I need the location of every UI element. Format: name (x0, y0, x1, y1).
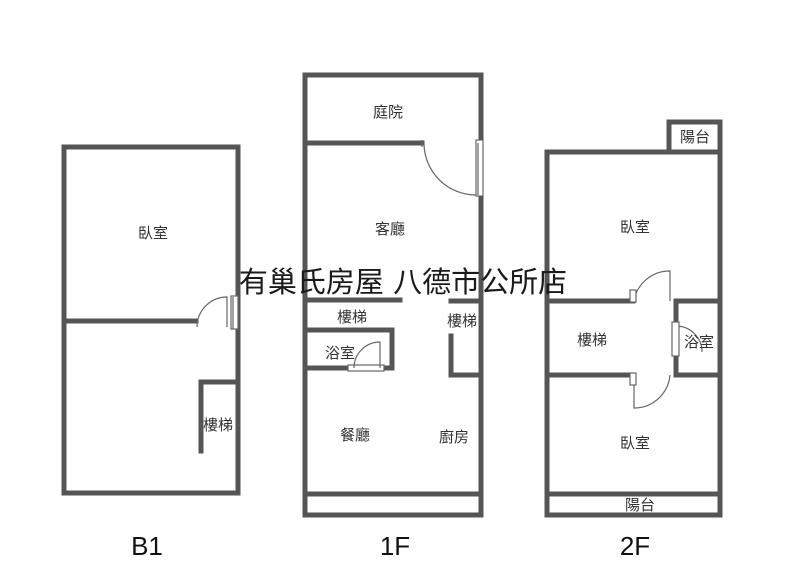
f2-balcony-top-label: 陽台 (680, 128, 710, 146)
f1-bathroom-label: 浴室 (325, 344, 355, 362)
floor-label-2f: 2F (620, 531, 650, 561)
f2-lower-door-jamb (629, 372, 637, 386)
floor-1f: 庭院 客廳 樓梯 樓梯 浴室 餐廳 廚房 (302, 72, 484, 518)
floor-2f: 陽台 臥室 樓梯 浴室 臥室 陽台 (544, 119, 723, 518)
b1-door-swing (196, 296, 228, 328)
floor-label-b1: B1 (131, 531, 163, 561)
f2-bedroom-bottom-label: 臥室 (620, 434, 650, 452)
f1-outer-wall (302, 72, 484, 518)
f1-dining-label: 餐廳 (340, 426, 370, 444)
agency-watermark: 有巢氏房屋 八德市公所店 (239, 265, 567, 299)
f2-upper-door-jamb (629, 289, 637, 303)
f2-balcony-bottom-label: 陽台 (625, 496, 655, 514)
f2-lower-door-swing (633, 374, 671, 409)
f1-kitchen-label: 廚房 (439, 428, 469, 446)
f2-stairs-label: 樓梯 (577, 331, 607, 349)
f2-top-balcony-wall (666, 119, 723, 155)
f1-living-label: 客廳 (375, 220, 405, 238)
f2-bath-door-swing (675, 325, 703, 353)
f1-right-stair-wall (448, 298, 484, 378)
f1-entry-door-swing (423, 142, 477, 196)
b1-stairs-label: 樓梯 (203, 416, 233, 434)
f2-bath-door-jamb (671, 321, 680, 357)
f1-bath-door-swing (353, 341, 381, 369)
b1-bedroom-label: 臥室 (138, 224, 168, 242)
f1-stairs-right-label: 樓梯 (447, 312, 477, 330)
f1-courtyard-label: 庭院 (373, 103, 403, 121)
b1-door-opening (230, 295, 239, 330)
f2-outer-wall (544, 149, 723, 518)
b1-stair-wall (198, 379, 241, 454)
floor-b1: 臥室 樓梯 (61, 144, 241, 496)
floor-label-1f: 1F (380, 531, 410, 561)
f2-upper-door-swing (633, 270, 671, 302)
f1-bath-door-opening (347, 364, 385, 372)
f1-stairs-left-label: 樓梯 (337, 308, 367, 326)
f2-bathroom-label: 浴室 (684, 333, 714, 351)
f2-bedroom-top-label: 臥室 (620, 218, 650, 236)
f1-entry-door-opening (475, 139, 484, 197)
